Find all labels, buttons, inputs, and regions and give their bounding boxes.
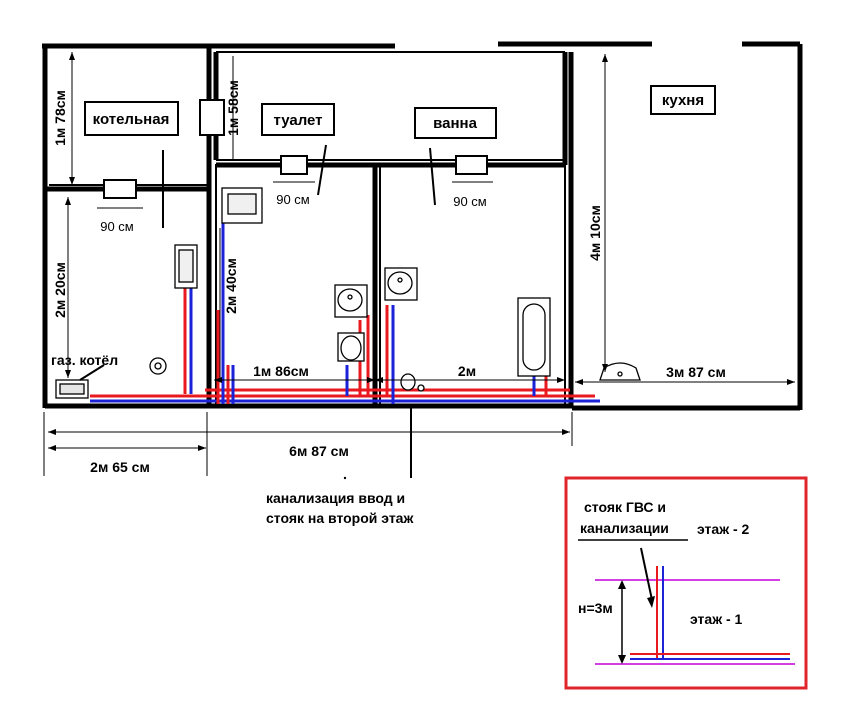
chimney-icon [149, 357, 167, 375]
dim-kitchen-width: 3м 87 см [666, 364, 726, 380]
dim-toilet-width: 1м 86см [253, 363, 309, 379]
inset-riser-line2: канализации [580, 520, 669, 536]
dim-boiler-corridor-height: 1м 78см [52, 90, 68, 146]
pipes [90, 205, 600, 404]
inset-floor2-label: этаж - 2 [697, 521, 750, 537]
dim-boiler-room-height: 2м 20см [52, 262, 68, 318]
gas-boiler-icon [55, 379, 89, 399]
water-heater-icon [174, 244, 198, 289]
door-markers [103, 99, 488, 199]
dim-bath-width: 2м [458, 363, 476, 379]
dim-kitchen-height: 4м 10см [587, 205, 603, 261]
sewer-note-line1: канализация ввод и [266, 490, 405, 506]
dim-toilet-corridor-height: 1м 58см [225, 80, 241, 136]
dimension-lines [43, 52, 795, 476]
room-labels: котельная туалет ванна кухня [84, 85, 716, 139]
leader-lines [79, 144, 436, 381]
room-toilet-label: туалет [273, 112, 322, 129]
drain-icon [400, 373, 425, 392]
dim-door-3: 90 см [453, 194, 487, 209]
inset-floor1-label: этаж - 1 [690, 611, 743, 627]
dim-door-1: 90 см [100, 219, 134, 234]
riser-inset: стояк ГВС и канализации этаж - 2 н=3м эт… [564, 476, 808, 690]
toilet-heater-icon [221, 187, 263, 224]
dimension-ticks [48, 52, 795, 451]
inset-height-label: н=3м [578, 600, 613, 616]
gas-boiler-label: газ. котёл [51, 352, 118, 368]
bathtub-icon [517, 297, 551, 377]
dim-door-2: 90 см [276, 192, 310, 207]
fixtures [55, 187, 641, 399]
dim-toilet-height: 2м 40см [223, 258, 239, 314]
dimension-labels: 1м 78см 2м 20см 1м 58см 2м 40см 4м 10см … [51, 80, 726, 475]
sewer-note-line2: стояк на второй этаж [266, 510, 414, 526]
sewer-note: канализация ввод и стояк на второй этаж [266, 404, 414, 526]
dim-middle-width: 6м 87 см [289, 443, 349, 459]
inset-riser-line1: стояк ГВС и [584, 499, 666, 515]
toilet-sink-icon [334, 284, 368, 318]
bath-sink-icon [384, 267, 418, 301]
room-kitchen-label: кухня [662, 92, 704, 109]
room-boiler-label: котельная [93, 111, 170, 128]
room-bath-label: ванна [433, 115, 477, 132]
toilet-bowl-icon [337, 332, 365, 362]
dim-left-width: 2м 65 см [90, 459, 150, 475]
